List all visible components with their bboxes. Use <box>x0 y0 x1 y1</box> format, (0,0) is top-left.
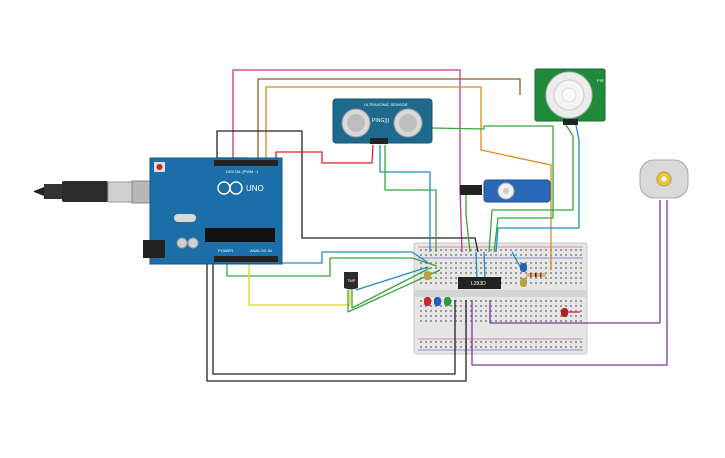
wire-red <box>275 144 374 164</box>
dc-motor[interactable] <box>639 159 689 199</box>
led-yellow-left[interactable] <box>424 271 431 280</box>
arduino-digital-label: DIGITAL (PWM ~) <box>226 169 259 174</box>
wire-brown <box>257 78 521 158</box>
wire-yellow <box>248 264 351 306</box>
arduino-brand: UNO <box>246 184 264 193</box>
wire-green-tmp-2 <box>347 269 441 313</box>
wire-purple-2 <box>471 200 668 366</box>
wire-blue-chip-2 <box>483 251 486 281</box>
ultrasonic-sensor[interactable]: ULTRASONIC SENSOR PING))) <box>332 98 433 144</box>
led-green[interactable] <box>444 297 451 306</box>
led-yellow-right[interactable] <box>520 278 527 287</box>
arduino-analog-label: ANALOG IN <box>250 248 272 253</box>
wire-magenta <box>232 69 463 253</box>
pir-sensor[interactable]: PIR <box>534 68 606 125</box>
wire-black-bottom-2 <box>212 264 456 375</box>
temp-sensor[interactable]: TMP <box>344 272 358 290</box>
wire-blue-tmp <box>355 266 429 291</box>
chip-label: L293D <box>471 281 486 287</box>
wire-green-tmp-1 <box>351 267 431 309</box>
arduino-logo-icon <box>217 181 243 195</box>
led-red-right[interactable] <box>561 308 568 317</box>
leds[interactable] <box>424 263 568 317</box>
wire-green-arduino <box>226 257 438 277</box>
led-blue-right[interactable] <box>520 263 527 272</box>
ultrasonic-header: ULTRASONIC SENSOR <box>364 102 408 107</box>
usb-cable-icon <box>34 180 169 204</box>
servo-motor[interactable] <box>460 179 551 203</box>
wire-green-pir-1 <box>431 125 554 253</box>
wire-green-pir-2 <box>488 124 574 253</box>
wire-green-us <box>384 145 437 252</box>
resistors[interactable] <box>526 273 546 277</box>
arduino-uno[interactable]: UNO DIGITAL (PWM ~) POWER ANALOG IN <box>34 157 283 265</box>
l293d-chip[interactable]: L293D <box>458 277 501 289</box>
wire-servo-green <box>465 190 471 253</box>
wire-blue-chip-1 <box>475 251 478 281</box>
led-blue[interactable] <box>434 297 441 306</box>
wire-blue-arduino <box>243 251 431 265</box>
temp-sensor-label: TMP <box>347 278 356 283</box>
arduino-power-label: POWER <box>218 248 233 253</box>
wire-black-bottom-1 <box>206 264 467 382</box>
pir-label: PIR <box>597 78 604 83</box>
wire-orange <box>265 86 552 270</box>
wire-blue-us <box>379 145 431 252</box>
led-red[interactable] <box>424 297 431 306</box>
wire-blue-pir <box>495 124 580 253</box>
wire-purple-1 <box>489 200 661 324</box>
ultrasonic-model: PING))) <box>372 118 390 124</box>
breadboard[interactable] <box>413 242 588 355</box>
